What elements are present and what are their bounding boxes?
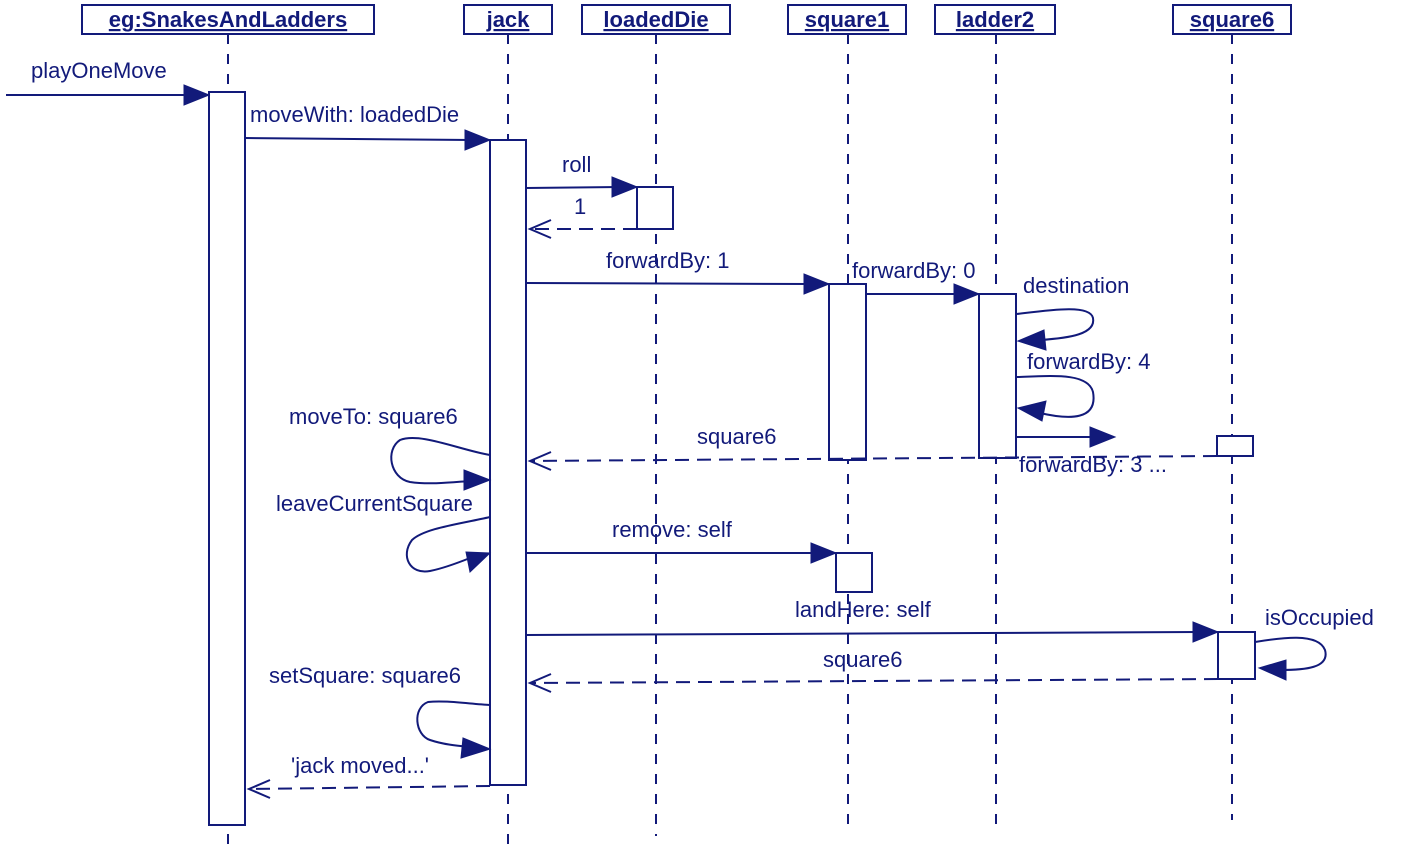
message-label: leaveCurrentSquare bbox=[276, 491, 473, 516]
message-label: square6 bbox=[823, 647, 903, 672]
message-return-square6-first[interactable]: square6 bbox=[527, 424, 1218, 471]
object-jack[interactable]: jack bbox=[463, 4, 553, 35]
message-landHere[interactable]: landHere: self bbox=[525, 597, 1220, 643]
object-loadedDie[interactable]: loadedDie bbox=[581, 4, 731, 35]
message-label: remove: self bbox=[612, 517, 733, 542]
message-label: forwardBy: 0 bbox=[852, 258, 976, 283]
message-forwardBy-4[interactable]: forwardBy: 4 bbox=[1016, 349, 1151, 422]
activation-game bbox=[208, 91, 246, 826]
object-ladder2[interactable]: ladder2 bbox=[934, 4, 1056, 35]
message-label: isOccupied bbox=[1265, 605, 1374, 630]
message-moveWith[interactable]: moveWith: loadedDie bbox=[244, 102, 492, 151]
message-return-square6-second[interactable]: square6 bbox=[527, 647, 1219, 693]
activation-square6-forward bbox=[1216, 435, 1254, 457]
message-playOneMove[interactable]: playOneMove bbox=[6, 58, 211, 106]
object-label: eg:SnakesAndLadders bbox=[109, 7, 347, 32]
message-return-jack-moved[interactable]: 'jack moved...' bbox=[246, 753, 491, 799]
message-return-1[interactable]: 1 bbox=[527, 194, 637, 239]
message-leaveCurrentSquare[interactable]: leaveCurrentSquare bbox=[276, 491, 492, 573]
message-forwardBy-3[interactable]: forwardBy: 3 ... bbox=[1017, 426, 1167, 477]
object-label: loadedDie bbox=[603, 7, 708, 32]
message-remove[interactable]: remove: self bbox=[526, 517, 838, 564]
activation-square6-land bbox=[1217, 631, 1256, 680]
activation-loadedDie bbox=[636, 186, 674, 230]
message-label: roll bbox=[562, 152, 591, 177]
message-label: forwardBy: 1 bbox=[606, 248, 730, 273]
message-roll[interactable]: roll bbox=[525, 152, 639, 198]
message-label: 'jack moved...' bbox=[291, 753, 429, 778]
activation-ladder2 bbox=[978, 293, 1017, 459]
activation-square1-remove bbox=[835, 552, 873, 593]
object-game[interactable]: eg:SnakesAndLadders bbox=[81, 4, 375, 35]
message-isOccupied[interactable]: isOccupied bbox=[1254, 605, 1374, 681]
object-label: square1 bbox=[805, 7, 889, 32]
object-label: square6 bbox=[1190, 7, 1274, 32]
message-setSquare[interactable]: setSquare: square6 bbox=[269, 663, 492, 759]
message-forwardBy-0[interactable]: forwardBy: 0 bbox=[852, 258, 981, 305]
object-square1[interactable]: square1 bbox=[787, 4, 907, 35]
object-label: ladder2 bbox=[956, 7, 1034, 32]
message-label: moveTo: square6 bbox=[289, 404, 458, 429]
message-label: destination bbox=[1023, 273, 1129, 298]
message-label: 1 bbox=[574, 194, 586, 219]
object-label: jack bbox=[486, 7, 531, 32]
message-label: square6 bbox=[697, 424, 777, 449]
message-forwardBy-1[interactable]: forwardBy: 1 bbox=[525, 248, 831, 295]
activation-square1-forward bbox=[828, 283, 867, 461]
message-label: landHere: self bbox=[795, 597, 932, 622]
message-label: moveWith: loadedDie bbox=[250, 102, 459, 127]
message-label: setSquare: square6 bbox=[269, 663, 461, 688]
message-label: playOneMove bbox=[31, 58, 167, 83]
message-moveTo[interactable]: moveTo: square6 bbox=[289, 404, 492, 491]
object-square6[interactable]: square6 bbox=[1172, 4, 1292, 35]
message-label: forwardBy: 4 bbox=[1027, 349, 1151, 374]
activation-jack bbox=[489, 139, 527, 786]
message-destination[interactable]: destination bbox=[1016, 273, 1129, 351]
